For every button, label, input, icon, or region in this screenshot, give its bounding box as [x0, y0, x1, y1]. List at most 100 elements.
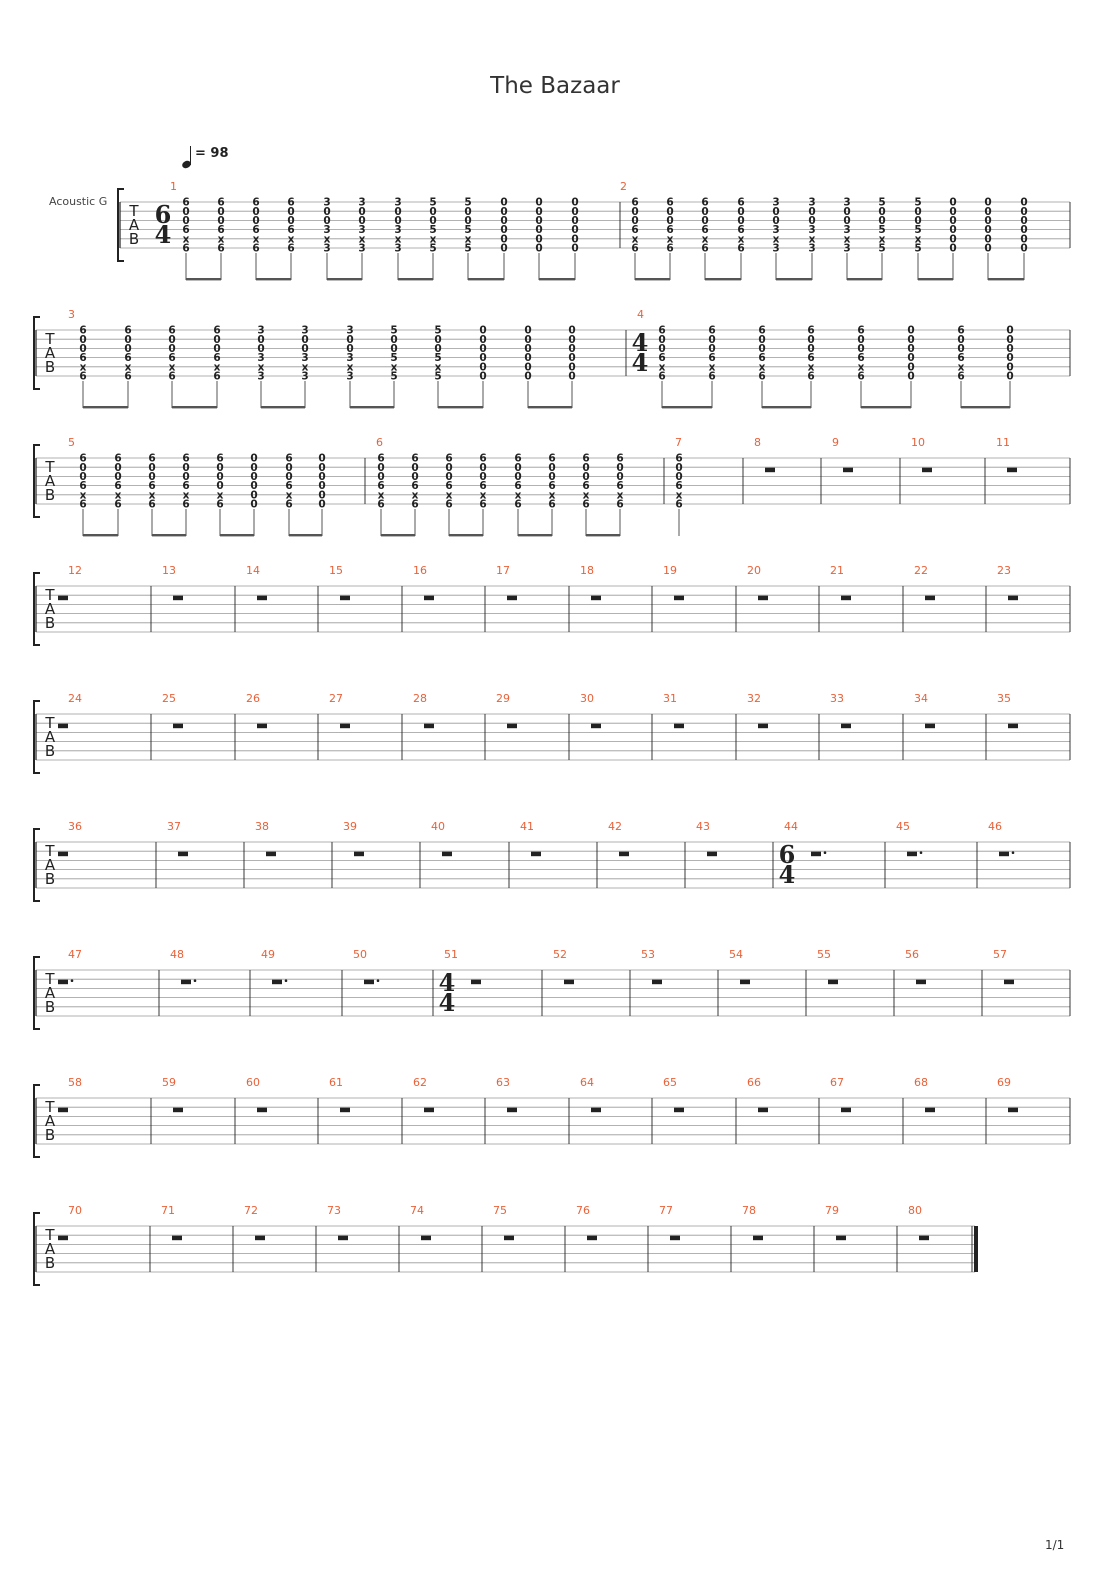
- fret-number: 0: [411, 471, 418, 483]
- fret-number: 0: [500, 215, 507, 227]
- rest-icon: [919, 1235, 929, 1241]
- measure-number: 10: [911, 436, 925, 449]
- fret-number: x: [632, 233, 639, 245]
- fret-number: 6: [213, 325, 220, 337]
- fret-number: 5: [434, 352, 441, 364]
- tab-clef-letter: T: [44, 586, 55, 604]
- rest-icon: [257, 723, 267, 729]
- fret-number: x: [667, 233, 674, 245]
- fret-number: 0: [114, 471, 121, 483]
- fret-number: 0: [124, 343, 131, 355]
- fret-number: 6: [957, 325, 964, 337]
- fret-number: 6: [701, 197, 708, 209]
- measure-number: 14: [246, 564, 260, 577]
- fret-number: 0: [957, 343, 964, 355]
- measure-number: 67: [830, 1076, 844, 1089]
- fret-number: 0: [914, 215, 921, 227]
- fret-number: 0: [252, 206, 259, 218]
- fret-number: 0: [285, 471, 292, 483]
- fret-number: 0: [479, 471, 486, 483]
- tab-clef-letter: B: [45, 1254, 55, 1272]
- fret-number: 0: [568, 325, 575, 337]
- measure-number: 53: [641, 948, 655, 961]
- rest-icon: [922, 467, 932, 473]
- measure-number: 44: [784, 820, 798, 833]
- fret-number: 0: [984, 243, 991, 255]
- fret-number: 6: [445, 499, 452, 511]
- fret-number: 6: [658, 371, 665, 383]
- fret-number: x: [412, 489, 419, 501]
- rest-dot-icon: [919, 851, 923, 854]
- measure-number: 68: [914, 1076, 928, 1089]
- fret-number: 3: [257, 371, 264, 383]
- fret-number: x: [676, 489, 683, 501]
- fret-number: x: [286, 489, 293, 501]
- rest-icon: [173, 1107, 183, 1113]
- fret-number: 6: [807, 352, 814, 364]
- fret-number: 3: [394, 243, 401, 255]
- fret-number: 0: [524, 334, 531, 346]
- fret-number: 0: [984, 206, 991, 218]
- rest-icon: [925, 1107, 935, 1113]
- fret-number: 3: [358, 224, 365, 236]
- eighth-beam: [635, 278, 670, 281]
- fret-number: 6: [168, 325, 175, 337]
- fret-number: 3: [772, 243, 779, 255]
- fret-number: 6: [479, 499, 486, 511]
- fret-number: x: [617, 489, 624, 501]
- fret-number: 0: [479, 361, 486, 373]
- measure-number: 65: [663, 1076, 677, 1089]
- fret-number: 0: [535, 206, 542, 218]
- measure-number: 59: [162, 1076, 176, 1089]
- eighth-beam: [220, 534, 254, 537]
- rest-icon: [338, 1235, 348, 1241]
- rest-icon: [758, 595, 768, 601]
- fret-number: 6: [548, 453, 555, 465]
- fret-number: 6: [631, 197, 638, 209]
- rest-icon: [916, 979, 926, 985]
- fret-number: 3: [843, 197, 850, 209]
- fret-number: 0: [287, 215, 294, 227]
- fret-number: 6: [708, 371, 715, 383]
- rest-icon: [811, 851, 821, 857]
- system-bracket: [33, 444, 40, 518]
- fret-number: 0: [250, 453, 257, 465]
- tab-clef-letter: B: [129, 230, 139, 248]
- fret-number: 3: [257, 325, 264, 337]
- fret-number: 0: [758, 334, 765, 346]
- fret-number: 6: [675, 480, 682, 492]
- fret-number: x: [324, 233, 331, 245]
- fret-number: 0: [318, 480, 325, 492]
- fret-number: 0: [301, 343, 308, 355]
- fret-number: 0: [318, 499, 325, 511]
- measure-number: 20: [747, 564, 761, 577]
- fret-number: 0: [445, 462, 452, 474]
- measure-number: 49: [261, 948, 275, 961]
- fret-number: 0: [535, 243, 542, 255]
- rest-icon: [504, 1235, 514, 1241]
- fret-number: 6: [287, 224, 294, 236]
- measure-number: 60: [246, 1076, 260, 1089]
- fret-number: 0: [250, 499, 257, 511]
- fret-number: 0: [1006, 361, 1013, 373]
- eighth-beam: [172, 406, 217, 409]
- fret-number: 6: [182, 243, 189, 255]
- tempo-value: = 98: [195, 146, 229, 161]
- fret-number: 0: [257, 334, 264, 346]
- tab-clef-letter: A: [45, 856, 56, 874]
- fret-number: 0: [808, 206, 815, 218]
- rest-icon: [670, 1235, 680, 1241]
- eighth-beam: [152, 534, 186, 537]
- fret-number: 0: [479, 334, 486, 346]
- fret-number: 6: [445, 453, 452, 465]
- measure-number: 39: [343, 820, 357, 833]
- fret-number: x: [169, 361, 176, 373]
- fret-number: 0: [737, 215, 744, 227]
- measure-number: 43: [696, 820, 710, 833]
- fret-number: 6: [182, 197, 189, 209]
- fret-number: x: [465, 233, 472, 245]
- fret-number: 0: [772, 206, 779, 218]
- fret-number: x: [659, 361, 666, 373]
- fret-number: x: [583, 489, 590, 501]
- instrument-name: Acoustic G: [49, 195, 108, 208]
